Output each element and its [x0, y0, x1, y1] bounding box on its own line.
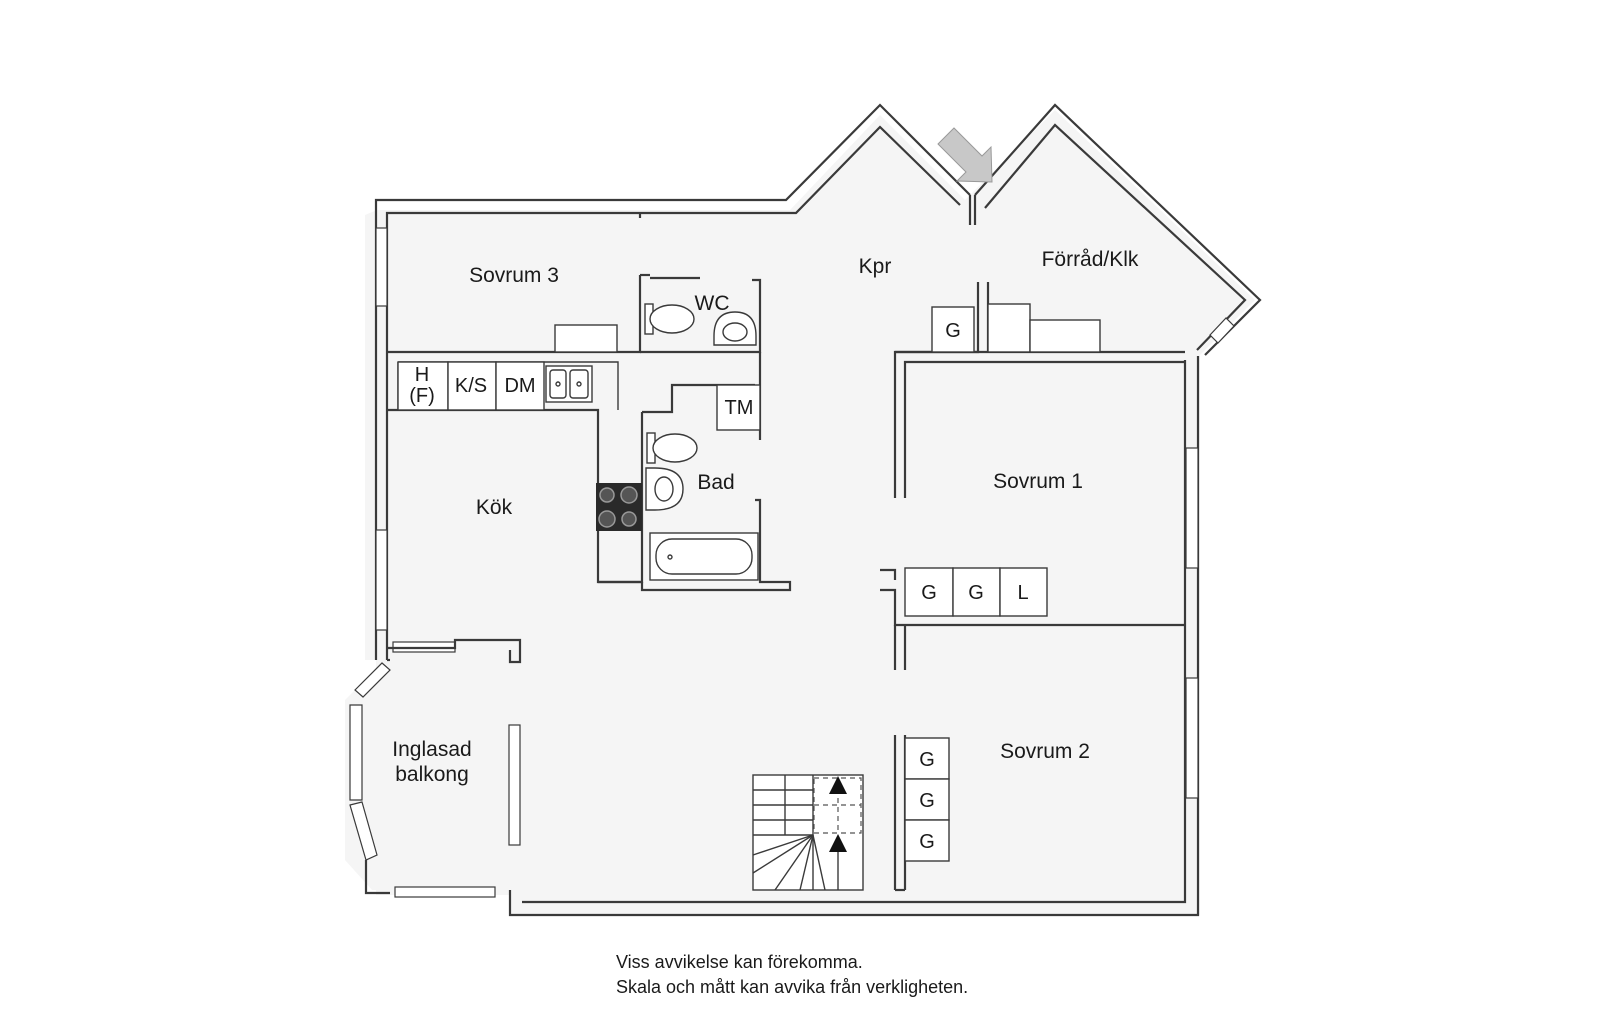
washbasin-icon — [645, 467, 684, 511]
fixture-label-dm: DM — [504, 375, 535, 397]
staircase — [752, 774, 864, 891]
fixture-label-g: G — [921, 582, 937, 604]
forrad-shelves — [931, 303, 1101, 353]
room-label-balkong-2: balkong — [395, 763, 469, 786]
fixture-label-g: G — [919, 790, 935, 812]
fixture-label-g: G — [919, 749, 935, 771]
wardrobes-sovrum2 — [904, 737, 950, 862]
toilet-icon — [646, 432, 698, 464]
entrance-arrow-icon — [937, 127, 993, 183]
balcony-bay — [349, 662, 391, 895]
hot-water-cabinet — [397, 361, 449, 411]
sovrum3-desk — [554, 324, 618, 353]
stove-icon — [596, 483, 642, 531]
fixture-label-h: H — [415, 364, 429, 386]
stair-up-arrow-icon — [829, 776, 847, 794]
fixture-label-tm: TM — [725, 397, 754, 419]
room-label-kok: Kök — [476, 496, 513, 519]
room-label-wc: WC — [695, 292, 730, 315]
room-label-sovrum1: Sovrum 1 — [993, 470, 1083, 493]
fixture-label-g: G — [945, 320, 961, 342]
fixture-label-ks: K/S — [455, 375, 487, 397]
fixture-label-f: (F) — [409, 385, 435, 407]
tumble-dryer — [716, 384, 761, 431]
fixture-labels: H (F) K/S DM TM G G G L G G G — [409, 320, 1028, 853]
bathtub-icon — [649, 532, 759, 581]
room-label-bad: Bad — [697, 471, 734, 494]
room-label-kpr: Kpr — [859, 255, 892, 278]
washbasin-icon — [713, 311, 757, 346]
kitchen-appliances — [397, 324, 642, 531]
disclaimer-line-2: Skala och mått kan avvika från verklighe… — [616, 977, 969, 997]
wardrobes-sovrum1 — [904, 567, 1048, 617]
dishwasher — [495, 361, 545, 411]
room-label-balkong-1: Inglasad — [392, 738, 471, 761]
disclaimer-line-1: Viss avvikelse kan förekomma. — [616, 952, 863, 972]
room-label-forrad: Förråd/Klk — [1042, 248, 1139, 271]
room-labels: Sovrum 3 WC Kpr Förråd/Klk Kök Bad Sovru… — [392, 248, 1139, 786]
toilet-icon — [644, 303, 695, 335]
wc-fixtures — [644, 303, 757, 346]
wardrobe — [931, 306, 975, 353]
room-label-sovrum3: Sovrum 3 — [469, 264, 559, 287]
fixture-label-g: G — [968, 582, 984, 604]
fixture-label-l: L — [1017, 582, 1028, 604]
sink-icon — [545, 365, 593, 403]
bathroom-fixtures — [645, 384, 761, 581]
room-label-sovrum2: Sovrum 2 — [1000, 740, 1090, 763]
stair-up-arrow-icon — [829, 834, 847, 852]
fixture-label-g: G — [919, 831, 935, 853]
